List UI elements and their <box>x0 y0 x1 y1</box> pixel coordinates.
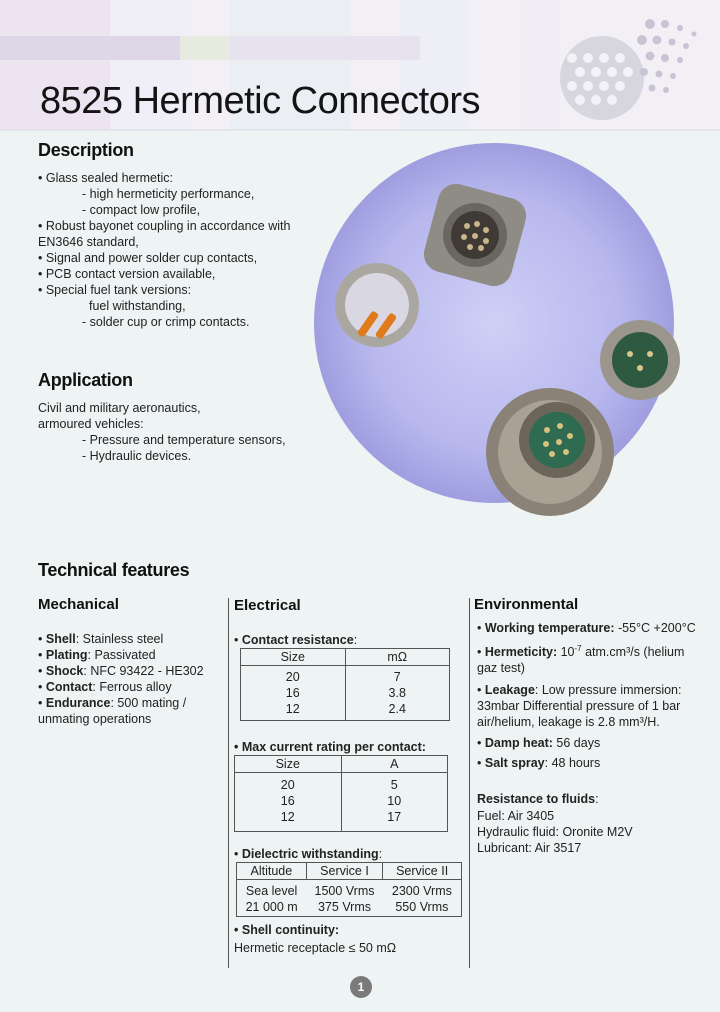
description-line: • Glass sealed hermetic: <box>38 171 173 185</box>
dielectric-label: • Dielectric withstanding: <box>234 847 383 861</box>
connector-right-icon <box>600 320 680 400</box>
connector-bottom-icon <box>486 388 614 516</box>
table-header: mΩ <box>344 648 450 666</box>
application-heading: Application <box>38 370 133 390</box>
max-current-label: • Max current rating per contact: <box>234 740 426 754</box>
environmental-list: • Working temperature: -55°C +200°C • He… <box>477 620 717 856</box>
page-number: 1 <box>350 976 372 998</box>
table-header: Service II <box>382 862 462 880</box>
mechanical-item: • Shock: NFC 93422 - HE302 <box>38 664 204 678</box>
table-header: Service I <box>305 862 384 880</box>
connector-top-icon <box>423 183 527 287</box>
environmental-heading: Environmental <box>474 596 579 613</box>
fluid-line: Fuel: Air 3405 <box>477 809 555 824</box>
description-line: • PCB contact version available, <box>38 267 216 281</box>
electrical-heading: Electrical <box>234 597 301 614</box>
env-item: • Leakage: Low pressure immersion: <box>477 683 682 698</box>
env-item: • Salt spray: 48 hours <box>477 756 601 771</box>
connector-left-icon <box>335 263 419 347</box>
column-divider <box>228 598 229 968</box>
env-item-cont: gaz test) <box>477 661 525 676</box>
table-header: A <box>340 755 448 773</box>
env-item: • Working temperature: -55°C +200°C <box>477 621 696 635</box>
mechanical-item: • Contact: Ferrous alloy <box>38 680 172 694</box>
env-item: • Damp heat: 56 days <box>477 736 601 751</box>
mechanical-item: • Endurance: 500 mating / <box>38 696 187 710</box>
table-header: Size <box>234 755 342 773</box>
header-decoration <box>0 0 720 131</box>
column-divider <box>469 598 470 968</box>
mechanical-item-cont: unmating operations <box>38 712 152 726</box>
description-line: EN3646 standard, <box>38 235 139 249</box>
product-illustration <box>314 143 680 516</box>
description-line: - high hermeticity performance, <box>82 187 255 201</box>
table-header: Size <box>240 648 346 666</box>
description-list: • Glass sealed hermetic: - high hermetic… <box>38 170 290 330</box>
page-title: 8525 Hermetic Connectors <box>40 80 481 122</box>
contact-resistance-label: • Contact resistance: <box>234 633 358 647</box>
description-line: • Robust bayonet coupling in accordance … <box>38 219 291 233</box>
fluid-line: Hydraulic fluid: Oronite M2V <box>477 825 633 840</box>
description-line: fuel withstanding, <box>89 299 186 313</box>
env-item: • Hermeticity: 10-7 atm.cm³/s (helium <box>477 644 685 660</box>
application-line: armoured vehicles: <box>38 417 144 431</box>
env-item-cont: air/helium, leakage is 2.8 mm³/H. <box>477 715 660 730</box>
description-line: - solder cup or crimp contacts. <box>82 315 250 329</box>
application-list: Civil and military aeronautics, armoured… <box>38 400 286 464</box>
mechanical-item: • Shell: Stainless steel <box>38 632 164 646</box>
mechanical-list: • Shell: Stainless steel • Plating: Pass… <box>38 631 223 727</box>
application-line: Civil and military aeronautics, <box>38 401 201 415</box>
mechanical-item: • Plating: Passivated <box>38 648 156 662</box>
application-line: - Pressure and temperature sensors, <box>82 433 286 447</box>
description-line: • Signal and power solder cup contacts, <box>38 251 258 265</box>
shell-continuity: • Shell continuity: Hermetic receptacle … <box>234 923 397 955</box>
technical-heading: Technical features <box>38 560 190 580</box>
fluids-heading: Resistance to fluids: <box>477 792 599 807</box>
description-line: - compact low profile, <box>82 203 201 217</box>
description-heading: Description <box>38 140 134 160</box>
table-header: Altitude <box>236 862 307 880</box>
env-item-cont: 33mbar Differential pressure of 1 bar <box>477 699 681 714</box>
fluid-line: Lubricant: Air 3517 <box>477 841 582 856</box>
application-line: - Hydraulic devices. <box>82 449 192 463</box>
description-line: • Special fuel tank versions: <box>38 283 192 297</box>
mechanical-heading: Mechanical <box>38 596 119 613</box>
